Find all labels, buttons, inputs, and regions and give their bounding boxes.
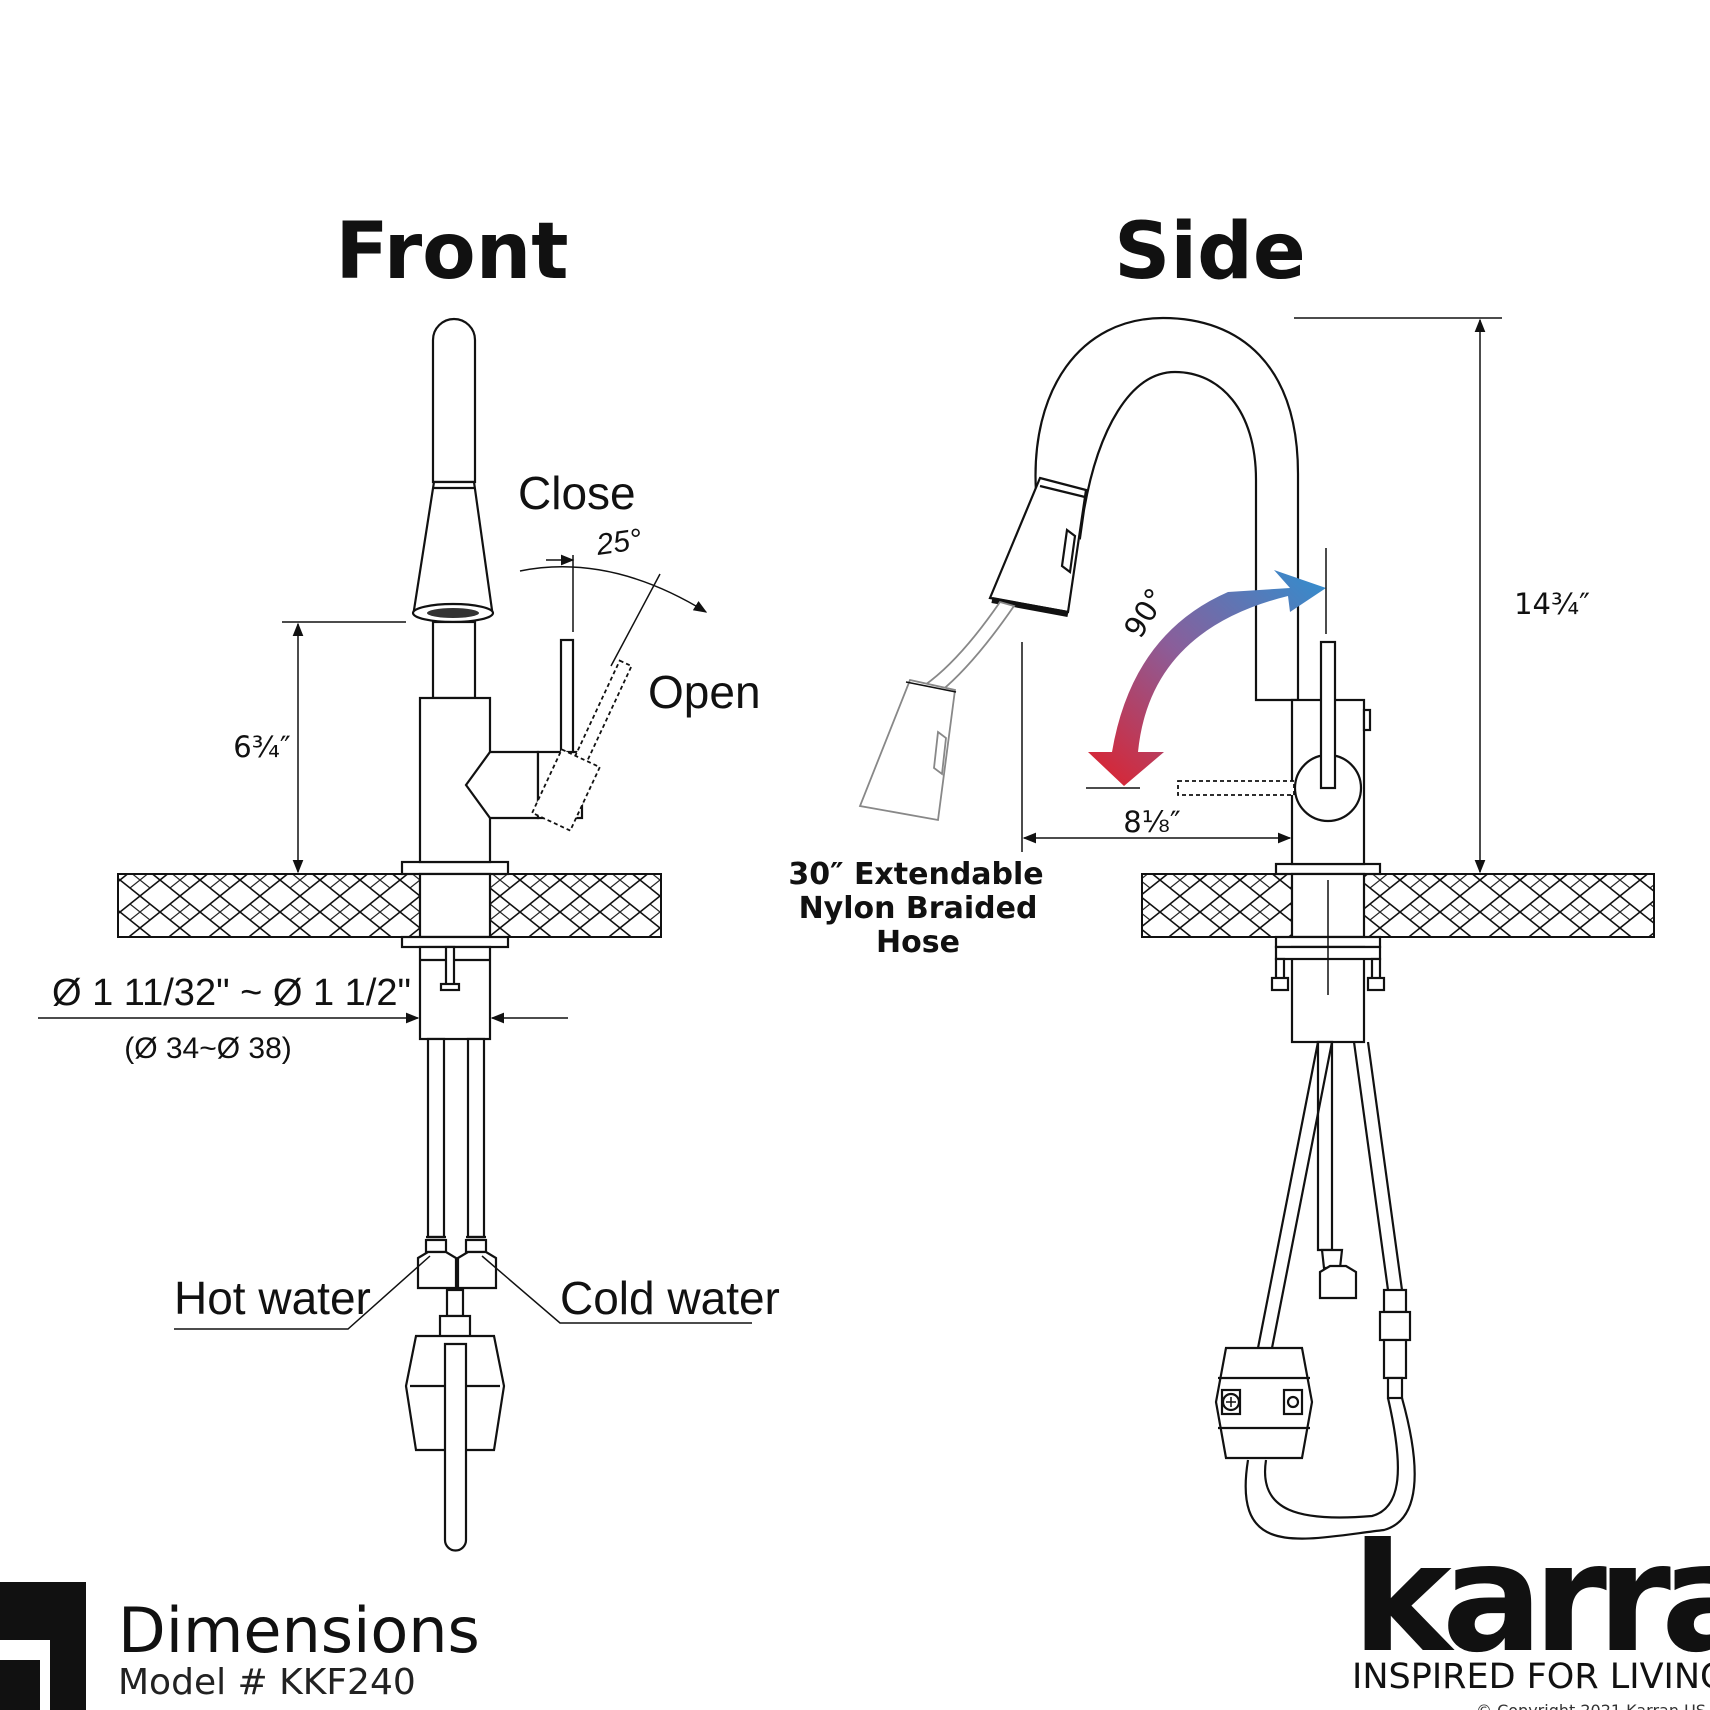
brand-logo: karran xyxy=(1352,1512,1710,1686)
front-supply-line-hot xyxy=(426,1037,446,1239)
hose-note-line-3: Hose xyxy=(876,925,960,960)
side-hose-left xyxy=(1256,1041,1334,1349)
hose-note-line-2: Nylon Braided xyxy=(799,891,1038,926)
spout-height-label: 6¾″ xyxy=(233,730,291,764)
copyright: © Copyright 2021 Karran US xyxy=(1476,1701,1706,1710)
handle-angle-label: 25° xyxy=(593,523,644,562)
front-spout-tube xyxy=(431,317,477,484)
front-deck-flange xyxy=(400,860,510,876)
total-height-label: 14¾″ xyxy=(1514,587,1590,621)
open-label: Open xyxy=(648,666,761,718)
brand-mark-fragment xyxy=(0,1582,86,1710)
side-countertop xyxy=(1141,873,1655,938)
side-gooseneck-spout xyxy=(1031,316,1300,702)
hose-note-line-1: 30″ Extendable xyxy=(788,857,1043,892)
rotation-angle-label: 90° xyxy=(1117,582,1173,644)
front-spray-head xyxy=(412,480,494,612)
front-angle-arc xyxy=(519,566,708,613)
close-label: Close xyxy=(518,467,636,519)
side-view: 90° 14¾″ 8⅛″ 30″ Extendable Nylon Braide… xyxy=(788,316,1655,1540)
side-extended-hose-ghost xyxy=(923,600,1016,694)
front-handle-hub xyxy=(464,750,540,820)
hole-diameter-inch-label: Ø 1 11/32" ~ Ø 1 1/2" xyxy=(52,972,411,1014)
front-handle-closed xyxy=(559,638,575,754)
hole-diameter-mm-label: (Ø 34~Ø 38) xyxy=(124,1032,292,1065)
side-view-title: Side xyxy=(1114,207,1306,297)
front-supply-line-cold xyxy=(466,1037,486,1239)
footer: Dimensions Model # KKF240 karran INSPIRE… xyxy=(0,1512,1710,1710)
footer-model: Model # KKF240 xyxy=(118,1662,416,1703)
footer-title: Dimensions xyxy=(118,1594,480,1667)
rotation-arrow xyxy=(1088,570,1326,786)
side-hose-right xyxy=(1352,1041,1404,1291)
side-hose-weight xyxy=(1214,1346,1314,1460)
front-view: Close Open 25° 6¾″ Ø 1 11/32" ~ Ø 1 1/2"… xyxy=(38,317,780,1552)
hot-water-label: Hot water xyxy=(174,1272,371,1324)
brand-tagline: INSPIRED FOR LIVING xyxy=(1352,1657,1710,1697)
front-countertop xyxy=(117,873,662,938)
side-extended-spray-ghost xyxy=(858,678,956,822)
front-handle-open xyxy=(530,659,633,832)
side-handle-up xyxy=(1319,640,1337,790)
cold-water-label: Cold water xyxy=(560,1272,780,1324)
reach-label: 8⅛″ xyxy=(1123,805,1181,839)
front-view-title: Front xyxy=(335,207,568,297)
front-hose xyxy=(443,1342,468,1552)
side-handle-down-dashed xyxy=(1177,780,1295,796)
side-hose-loop xyxy=(1244,1397,1416,1540)
